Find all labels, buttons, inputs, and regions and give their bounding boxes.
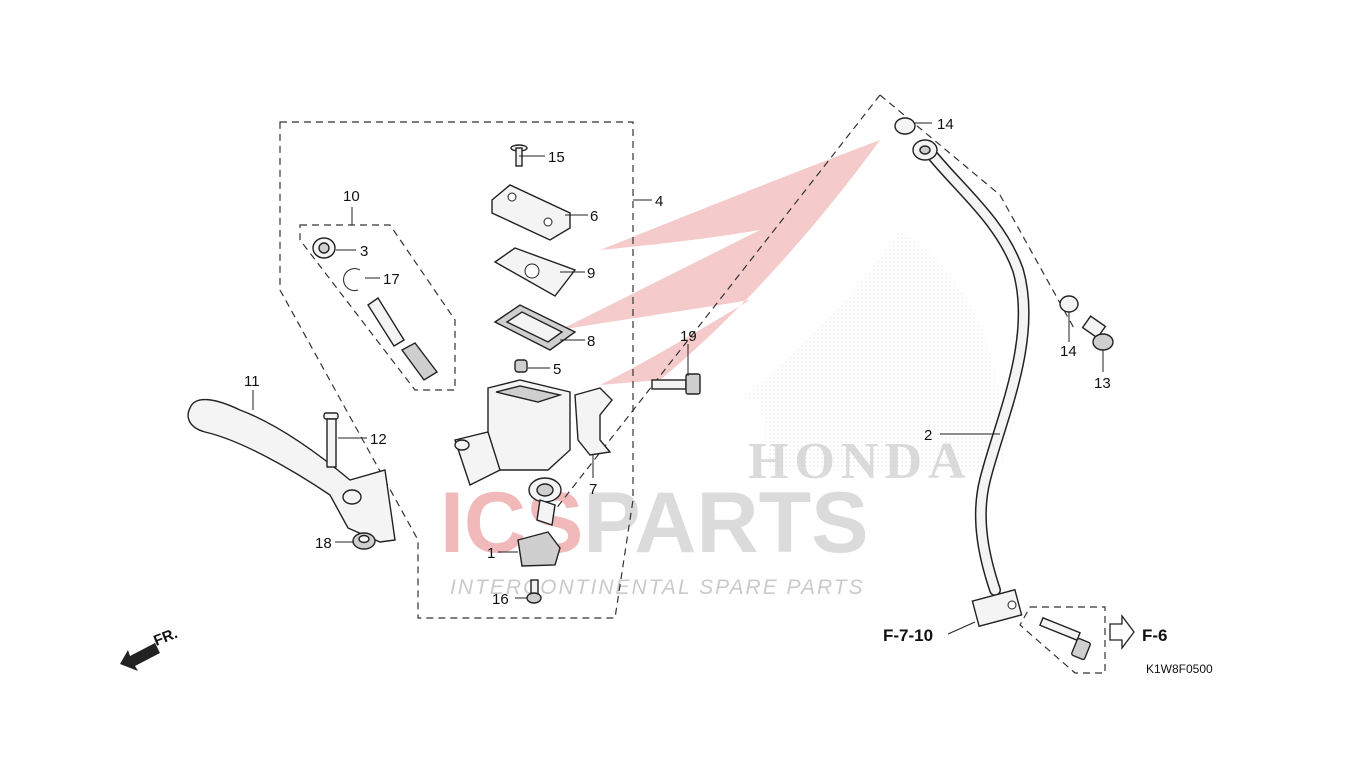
part-piston [367,297,439,381]
callout-14-lower: 14 [1060,343,1077,360]
part-mount-bolt [1039,616,1091,661]
callout-labels: 15 6 9 8 5 4 10 3 17 11 12 18 19 7 1 16 … [244,116,1111,608]
part-master-cylinder-body [454,379,571,526]
reference-f-6: F-6 [1142,626,1168,645]
callout-8: 8 [587,333,595,350]
front-arrow-icon [120,643,160,671]
part-diaphragm-8 [493,304,577,351]
assembly-box-bolt [1019,606,1106,674]
callout-16: 15 [548,149,565,166]
watermark-brand-suffix: PARTS [583,475,868,571]
part-bolt-19 [651,373,701,395]
callout-1: 1 [487,545,495,562]
watermark-brand: ICSPARTS [440,475,868,571]
callout-15: 17 [383,271,400,288]
watermark-honda: HONDA [748,433,972,490]
assembly-box-hose-right [999,194,1076,331]
part-brake-switch-1 [517,531,561,567]
callout-10: 10 [343,188,360,205]
callout-11: 11 [244,373,260,390]
part-screw-16 [510,144,528,167]
reference-f-7-10: F-7-10 [883,626,933,645]
direction-label: FR. [151,625,180,650]
callout-18: 18 [315,535,332,552]
part-holder-7 [574,387,613,456]
watermark-brand-prefix: ICS [440,475,583,571]
watermark: HONDA ICSPARTS INTERCONTINENTAL SPARE PA… [440,140,1020,599]
part-circlip-15 [343,268,361,292]
leader-lines [252,122,1104,635]
callout-17: 16 [492,591,509,608]
callout-3: 3 [360,243,368,260]
part-screw-17 [526,579,542,604]
part-brake-hose-2 [912,139,1030,628]
callout-4: 4 [655,193,663,210]
assembly-box-piston-set [299,224,456,391]
part-reservoir-cap-6 [491,184,571,241]
part-float-5 [514,359,528,373]
callout-9: 9 [587,265,595,282]
callout-5: 5 [553,361,561,378]
part-washer-14-upper [894,117,916,135]
part-brake-lever-11 [187,398,396,543]
part-oil-bolt-13 [1081,315,1114,351]
callout-13: 13 [1094,375,1111,392]
reference-arrow-icon [1109,614,1135,650]
part-pivot-bolt-12 [323,412,339,468]
assembly-box-hose [554,94,1001,511]
callout-7: 7 [589,481,597,498]
part-washer-14-lower [1059,295,1079,313]
honda-wing-logo [560,140,1020,470]
watermark-tagline: INTERCONTINENTAL SPARE PARTS [450,576,865,599]
part-plate-9 [493,247,577,297]
callout-12: 12 [370,431,387,448]
callout-14-upper: 14 [937,116,954,133]
callout-2: 2 [924,427,932,444]
assembly-box-master-cylinder [279,121,634,619]
part-boot-3 [312,237,336,259]
part-nut-18 [352,532,376,550]
callout-19: 19 [680,328,697,345]
callout-6: 6 [590,208,598,225]
diagram-part-code: K1W8F0500 [1146,662,1213,676]
